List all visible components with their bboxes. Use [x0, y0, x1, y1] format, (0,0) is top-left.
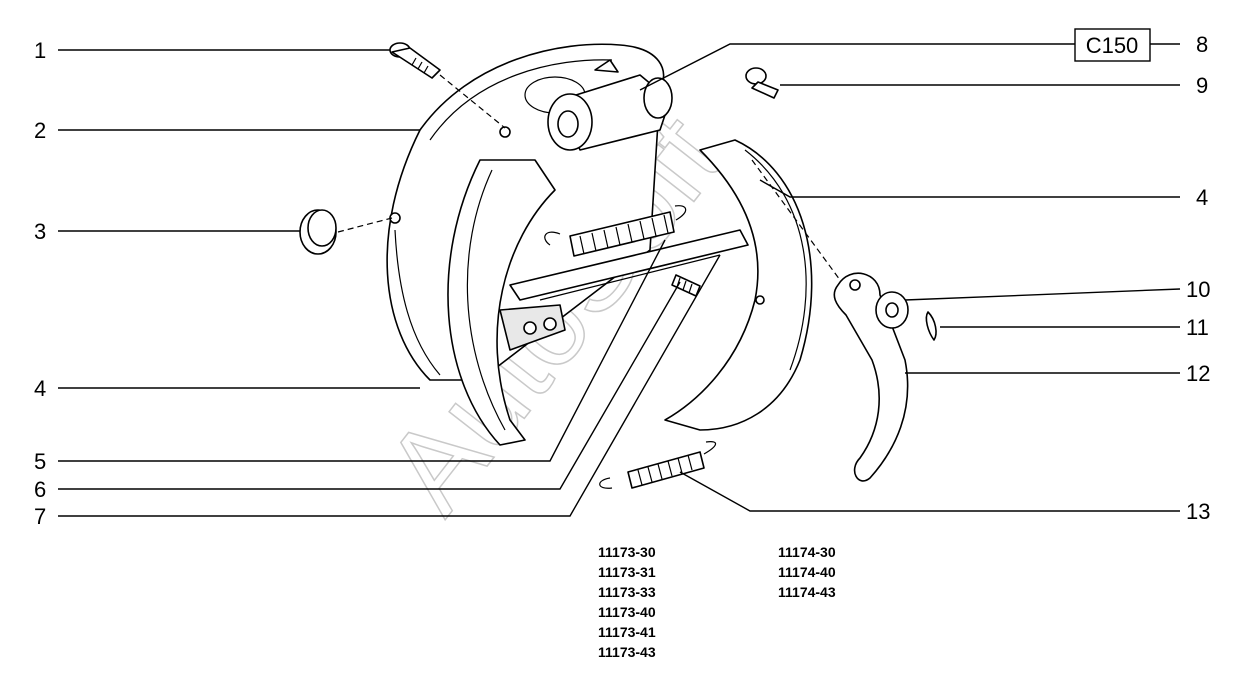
- part-label-12: 12: [1186, 361, 1210, 386]
- left-brake-shoe: [447, 159, 566, 446]
- leader-lines: [58, 43, 1181, 517]
- part-label-3: 3: [34, 219, 46, 244]
- model-code: 11174-30: [778, 544, 836, 560]
- part-label-9: 9: [1196, 73, 1208, 98]
- upper-spring: [544, 205, 687, 257]
- cotter-pin: [925, 311, 937, 341]
- model-code: 11173-30: [598, 544, 656, 560]
- plug: [299, 209, 337, 255]
- part-label-1: 1: [34, 38, 46, 63]
- ref-box: [1074, 28, 1151, 62]
- right-brake-shoe: [664, 139, 813, 431]
- wheel-cylinder: [547, 59, 673, 151]
- model-code: 11174-40: [778, 564, 836, 580]
- part-label-10: 10: [1186, 277, 1210, 302]
- small-spring: [671, 274, 701, 297]
- part-label-2: 2: [34, 118, 46, 143]
- bleed-screw: [745, 67, 779, 99]
- part-label-7: 7: [34, 504, 46, 529]
- washer: [875, 291, 909, 329]
- part-label-4-left: 4: [34, 376, 46, 401]
- part-label-8: 8: [1196, 32, 1208, 57]
- part-label-4-right: 4: [1196, 185, 1208, 210]
- model-code: 11173-40: [598, 604, 656, 620]
- strut-bar: [509, 229, 749, 301]
- model-code: 11173-41: [598, 624, 656, 640]
- model-code: 11174-43: [778, 584, 836, 600]
- model-code: 11173-43: [598, 644, 656, 660]
- part-label-6: 6: [34, 477, 46, 502]
- part-label-13: 13: [1186, 499, 1210, 524]
- ref-box-text: C150: [1086, 33, 1139, 58]
- bolt: [389, 42, 441, 79]
- part-label-5: 5: [34, 449, 46, 474]
- lower-spring: [599, 441, 717, 489]
- model-code: 11173-33: [598, 584, 656, 600]
- part-label-11: 11: [1186, 315, 1209, 340]
- model-code: 11173-31: [598, 564, 656, 580]
